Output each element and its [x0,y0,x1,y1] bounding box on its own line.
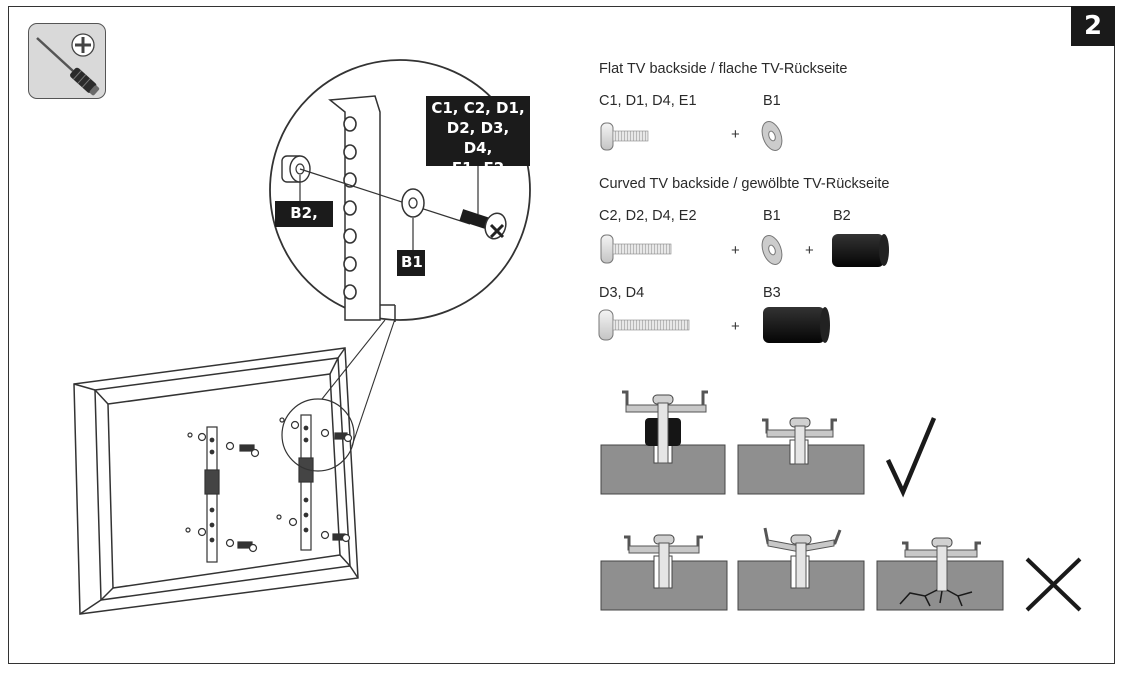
washer-icon [761,235,783,265]
plus-sign: + [731,318,740,335]
mounting-arm-left [185,426,260,563]
flat-tv-title: Flat TV backside / flache TV-Rückseite [599,61,848,77]
washer-icon [761,121,783,151]
screw-callout-line-2: D2, D3, D4, [446,119,510,157]
checkmark-icon [885,417,937,498]
page-frame [8,6,1115,664]
cross-icon [1025,557,1082,612]
incorrect-example-bent [737,527,865,611]
screw-callout-line-3: E1, E2 [451,159,505,177]
screw-callout-label: C1, C2, D1, D2, D3, D4, E1, E2 [426,96,530,177]
mounting-arm-right [276,414,353,551]
washer-callout-label: B1 [397,250,425,276]
long-screw-icon [598,309,690,341]
long-spacer-icon [763,307,830,343]
short-screw-icon [600,122,649,151]
plus-sign: + [805,242,814,259]
tool-badge [28,23,106,99]
long-screws-label: D3, D4 [599,285,645,301]
step-number-badge: 2 [1071,6,1115,46]
curved-washer-label: B1 [763,208,781,224]
long-spacer-label: B3 [763,285,781,301]
correct-example-spacer [600,390,726,495]
medium-screw-icon [600,234,672,264]
incorrect-example-gap [600,534,728,611]
screw-callout-line-1: C1, C2, D1, [431,99,525,117]
plus-sign: + [731,126,740,143]
tv-back-panel [73,347,359,615]
short-spacer-icon [832,234,889,267]
curved-tv-title: Curved TV backside / gewölbte TV-Rücksei… [599,176,890,192]
flat-screws-label: C1, D1, D4, E1 [599,93,697,109]
spacer-callout-label: B2, B3 [275,201,333,242]
curved-spacer-label: B2 [833,208,851,224]
flat-washer-label: B1 [763,93,781,109]
incorrect-example-cracked [876,537,1004,611]
zoom-source-circle [281,398,355,472]
correct-example-flat [737,417,865,495]
curved-screws-label: C2, D2, D4, E2 [599,208,697,224]
plus-sign: + [731,242,740,259]
screwdriver-icon [36,33,100,96]
